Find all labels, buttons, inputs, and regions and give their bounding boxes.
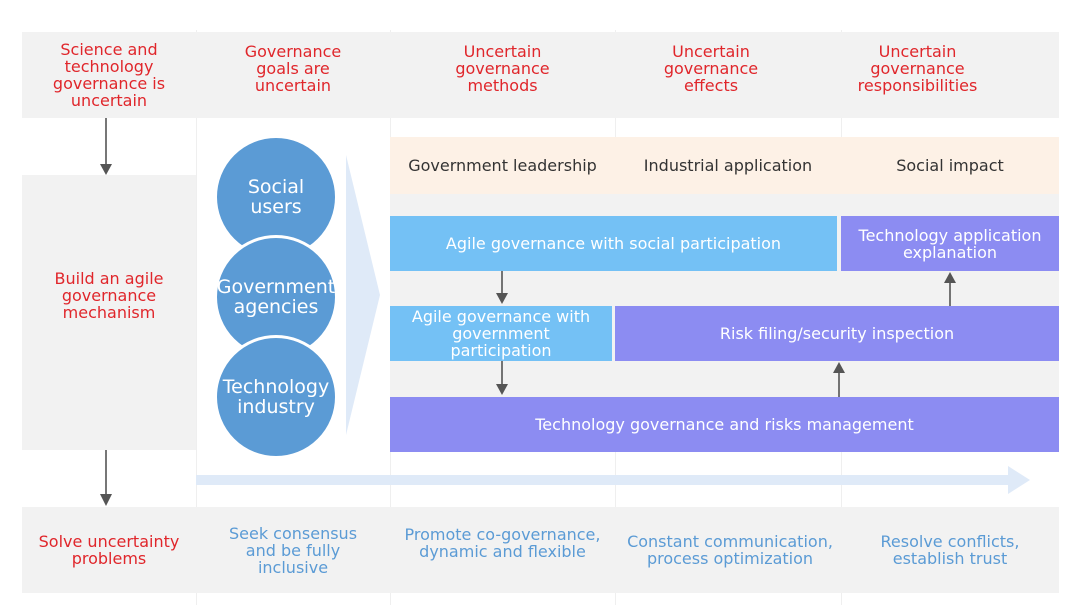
- top-label-effects: Uncertain governance effects: [663, 41, 759, 95]
- down-arrow: [496, 361, 508, 395]
- circle-technology-industry: Technology industry: [214, 335, 338, 459]
- header-band: [390, 137, 1059, 194]
- top-row-band: [22, 32, 1059, 118]
- bottom-label-communication: Constant communication, process optimiza…: [627, 532, 833, 568]
- bottom-label-co-governance: Promote co-governance, dynamic and flexi…: [404, 525, 601, 561]
- down-arrow: [496, 271, 508, 304]
- middle-left-band: [22, 175, 196, 450]
- bottom-label-seek-consensus: Seek consensus and be fully inclusive: [228, 523, 358, 577]
- box-gov-participation: Agile governance with government partici…: [390, 306, 612, 361]
- down-arrow: [100, 450, 112, 506]
- bottom-label-resolve-conflicts: Resolve conflicts, establish trust: [880, 532, 1020, 568]
- header-social-impact: Social impact: [896, 156, 1004, 175]
- box-tech-application-explanation: Technology application explanation: [841, 216, 1059, 271]
- up-arrow: [944, 272, 956, 306]
- chevron-arrow: [346, 155, 380, 435]
- top-label-methods: Uncertain governance methods: [455, 41, 550, 95]
- down-arrow: [100, 118, 112, 175]
- box-social-participation: Agile governance with social participati…: [390, 216, 837, 271]
- progress-arrow: [196, 466, 1030, 494]
- middle-label-agile-mechanism: Build an agile governance mechanism: [54, 268, 164, 322]
- box-risks-management: Technology governance and risks manageme…: [390, 397, 1059, 452]
- top-label-responsibilities: Uncertain governance responsibilities: [857, 41, 978, 95]
- top-label-science-technology: Science and technology governance is unc…: [52, 40, 166, 110]
- header-government-leadership: Government leadership: [408, 156, 597, 175]
- header-industrial-application: Industrial application: [643, 156, 813, 175]
- bottom-label-solve-uncertainty: Solve uncertainty problems: [38, 532, 180, 568]
- top-label-goals: Governance goals are uncertain: [244, 41, 342, 95]
- column-divider: [196, 30, 197, 605]
- up-arrow: [833, 362, 845, 397]
- bottom-row-band: [22, 507, 1059, 593]
- box-risk-filing: Risk filing/security inspection: [615, 306, 1059, 361]
